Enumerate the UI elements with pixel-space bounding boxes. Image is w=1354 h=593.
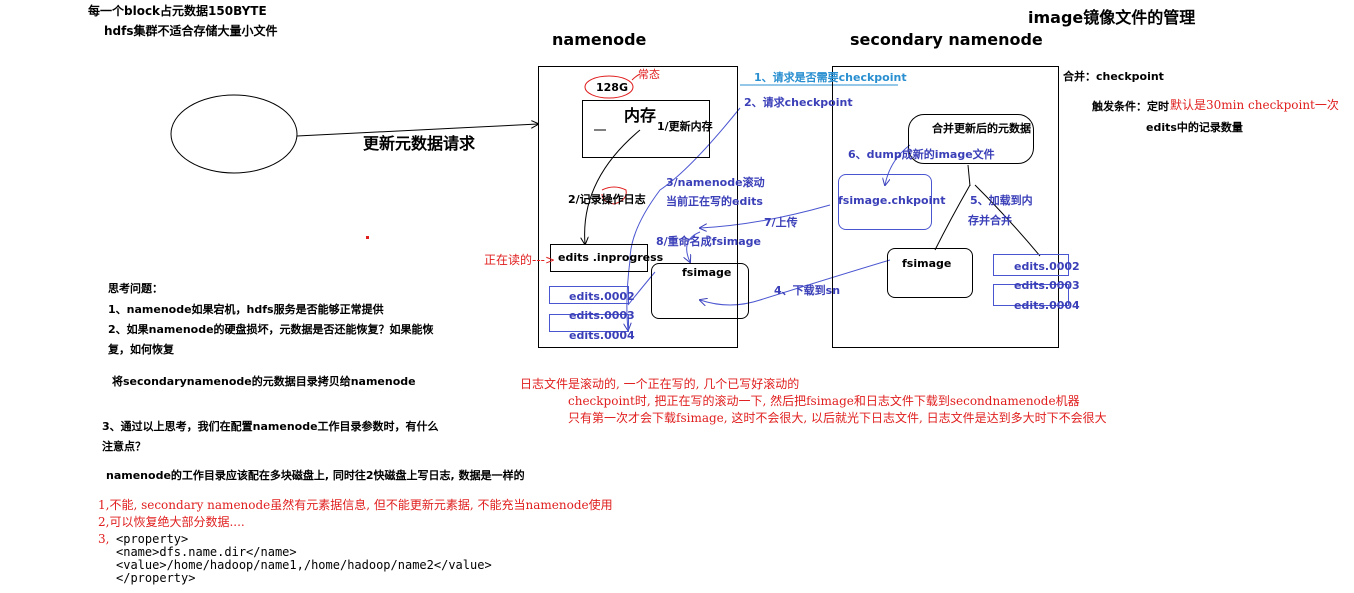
namenode-fsimage-label: fsimage [682,266,732,279]
step6-curve [885,144,911,185]
sn-edits-0003: edits.0003 [1014,279,1080,292]
secondary-namenode-title: secondary namenode [850,30,1043,49]
config-line-3: <value>/home/hadoop/name1,/home/hadoop/n… [116,558,492,572]
request-arrow [296,124,538,137]
step5-curve [974,184,1041,257]
edits-inprogress-box [550,244,648,272]
merge-checkpoint-label: 合并：checkpoint [1063,70,1164,83]
update-memory-label: 1/更新内存 [657,120,713,133]
secondary-namenode-box [832,66,1059,348]
update-request-label: 更新元数据请求 [363,134,476,153]
nn-edits-box-2 [549,314,629,332]
chkpoint-box [838,174,932,230]
log-highlight [601,186,627,205]
edits-to-fsimage [627,271,656,306]
question-3a: 3、通过以上思考，我们在配置namenode工作目录参数时，有什么 [102,420,439,433]
config-line-4: </property> [116,571,196,585]
question-2a: 2、如果namenode的硬盘损坏，元数据是否还能恢复？如果能恢 [108,323,434,336]
sn-edits-box-2 [993,284,1069,306]
sn-edits-0004: edits.0004 [1014,299,1080,312]
step-7-label: 7/上传 [764,216,798,229]
step-1-label: 1、请求是否需要checkpoint [754,71,907,84]
answer-3-dirs: namenode的工作目录应该配在多块磁盘上, 同时往2快磁盘上写日志, 数据是… [106,469,525,482]
step-2-label: 2、请求checkpoint [744,96,853,109]
step-8-label: 8/重命名成fsimage [656,235,761,248]
red-dot [366,236,369,239]
chkpoint-label: fsimage.chkpoint [838,194,946,207]
red-note-2: checkpoint时, 把正在写的滚动一下, 然后把fsimage和日志文件下… [568,394,1080,408]
answer-1: 1,不能, secondary namenode虽然有元素据信息, 但不能更新元… [98,498,613,512]
reading-label: 正在读的---> [484,253,556,267]
step7-curve [700,204,831,228]
default-time-label: 默认是30min checkpoint一次 [1170,98,1339,112]
merge-down [967,164,971,187]
question-1: 1、namenode如果宕机，hdfs服务是否能够正常提供 [108,303,384,316]
client-ellipse [170,94,298,174]
size-ellipse [584,75,634,99]
nn-edits-box-1 [549,286,629,304]
nn-edits-0003: edits.0003 [569,309,635,322]
sn-edits-box-1 [993,254,1069,276]
answer-3-prefix: 3, [98,532,110,546]
config-line-2: <name>dfs.name.dir</name> [116,545,297,559]
step8-curve [687,231,701,262]
step-3-label-b: 当前正在写的edits [666,195,763,208]
questions-heading: 思考问题： [108,282,163,295]
merge-to-fsimage [934,184,971,251]
chang-tai-label: 常态 [638,68,660,81]
block-meta-note: 每一个block占元数据150BYTE [88,4,267,18]
step4-curve [700,259,891,305]
memory-to-edits-arrow [585,129,641,244]
namenode-fsimage-box [651,263,749,319]
chang-tai-link [631,73,641,81]
sn-edits-0002: edits.0002 [1014,260,1080,273]
question-3b: 注意点？ [102,440,146,453]
step-6-label: 6、dump成新的image文件 [848,148,995,161]
step-5-label-a: 5、加载到内 [970,194,1033,207]
namenode-title: namenode [552,30,647,49]
page-title: image镜像文件的管理 [1028,8,1196,27]
memory-label: 内存 [624,106,657,125]
step-5-label-b: 存并合并 [968,214,1012,227]
merge-box [908,114,1034,164]
red-note-1: 日志文件是滚动的, 一个正在写的, 几个已写好滚动的 [520,377,800,391]
step-3-label-a: 3/namenode滚动 [666,176,765,189]
nn-edits-0002: edits.0002 [569,290,635,303]
memory-box [582,100,710,158]
answer-2: 2,可以恢复绝大部分数据.... [98,515,245,529]
step-4-label: 4、下载到sn [774,284,841,297]
namenode-box [538,66,738,348]
small-files-note: hdfs集群不适合存储大量小文件 [104,24,278,38]
step3-curve [627,107,741,330]
question-2b: 复，如何恢复 [108,343,174,356]
red-note-3: 只有第一次才会下载fsimage, 这时不会很大, 以后就光下日志文件, 日志文… [568,411,1107,425]
record-log-label: 2/记录操作日志 [568,193,646,206]
trigger-condition-label: 触发条件：定时 [1092,100,1169,113]
nn-edits-0004: edits.0004 [569,329,635,342]
edits-count-label: edits中的记录数量 [1146,121,1243,134]
answer-2-copy: 将secondarynamenode的元数据目录拷贝给namenode [112,375,416,388]
sn-fsimage-label: fsimage [902,257,952,270]
config-line-1: <property> [116,532,189,546]
edits-inprogress-label: edits .inprogress [558,251,664,264]
sn-fsimage-box [887,248,973,298]
memory-size-label: 128G [596,81,628,94]
merge-box-label: 合并更新后的元数据 [932,122,1031,135]
